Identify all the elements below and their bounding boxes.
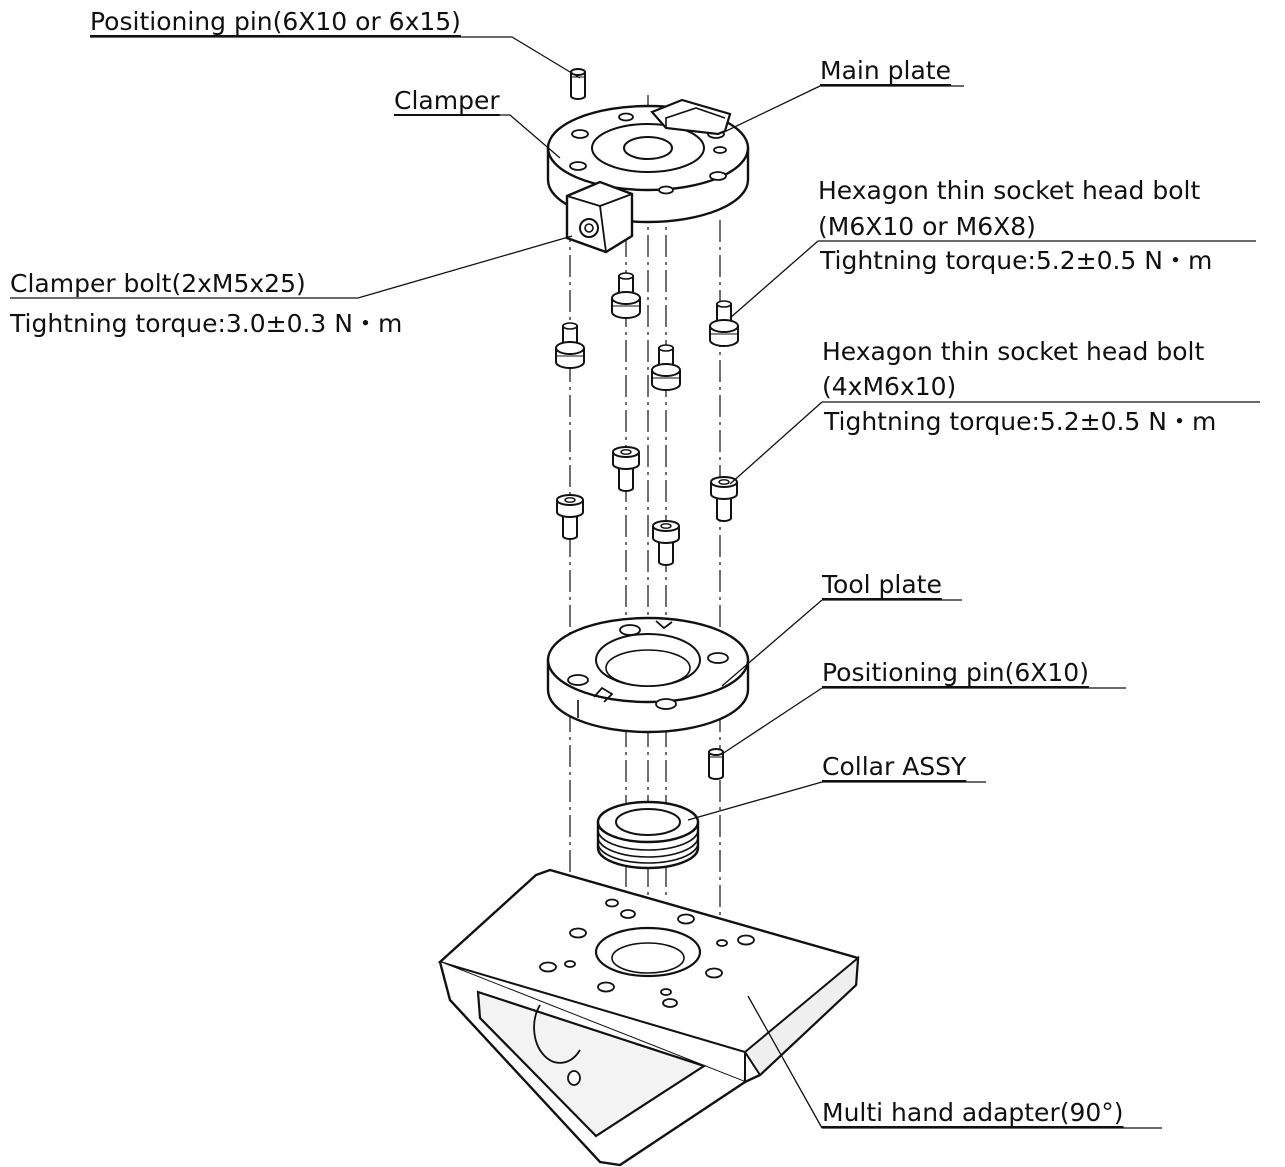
clamper-bolts xyxy=(555,272,641,369)
label-hex-bolt-2-torque: Tightning torque:5.2±0.5 N・m xyxy=(824,407,1217,436)
tool-plate xyxy=(546,616,750,734)
leader-lines xyxy=(10,36,1260,1129)
label-hex-bolt-1-torque: Tightning torque:5.2±0.5 N・m xyxy=(820,246,1213,275)
tool-plate-bolts xyxy=(556,446,738,566)
label-hex-bolt-2-spec: (4xM6x10) xyxy=(822,372,957,401)
label-hex-bolt-1-name: Hexagon thin socket head bolt xyxy=(818,176,1201,205)
label-multi-hand-adapter: Multi hand adapter(90°) xyxy=(822,1098,1124,1127)
label-clamper: Clamper xyxy=(394,86,500,115)
label-hex-bolt-1-spec: (M6X10 or M6X8) xyxy=(818,212,1036,241)
clamper-block xyxy=(565,180,634,254)
label-hex-bolt-2-name: Hexagon thin socket head bolt xyxy=(822,337,1205,366)
label-main-plate: Main plate xyxy=(820,56,951,85)
bottom-positioning-pin xyxy=(708,748,724,780)
label-tool-plate: Tool plate xyxy=(822,570,942,599)
collar-assy xyxy=(596,800,700,870)
main-plate-bolts xyxy=(651,300,739,391)
label-clamper-bolt: Clamper bolt(2xM5x25) xyxy=(10,269,306,298)
label-clamper-bolt-torque: Tightning torque:3.0±0.3 N・m xyxy=(10,309,403,338)
multi-hand-adapter xyxy=(437,868,860,1167)
label-positioning-pin-bottom: Positioning pin(6X10) xyxy=(822,658,1089,687)
label-positioning-pin-top: Positioning pin(6X10 or 6x15) xyxy=(90,7,461,36)
label-collar-assy: Collar ASSY xyxy=(822,752,967,781)
